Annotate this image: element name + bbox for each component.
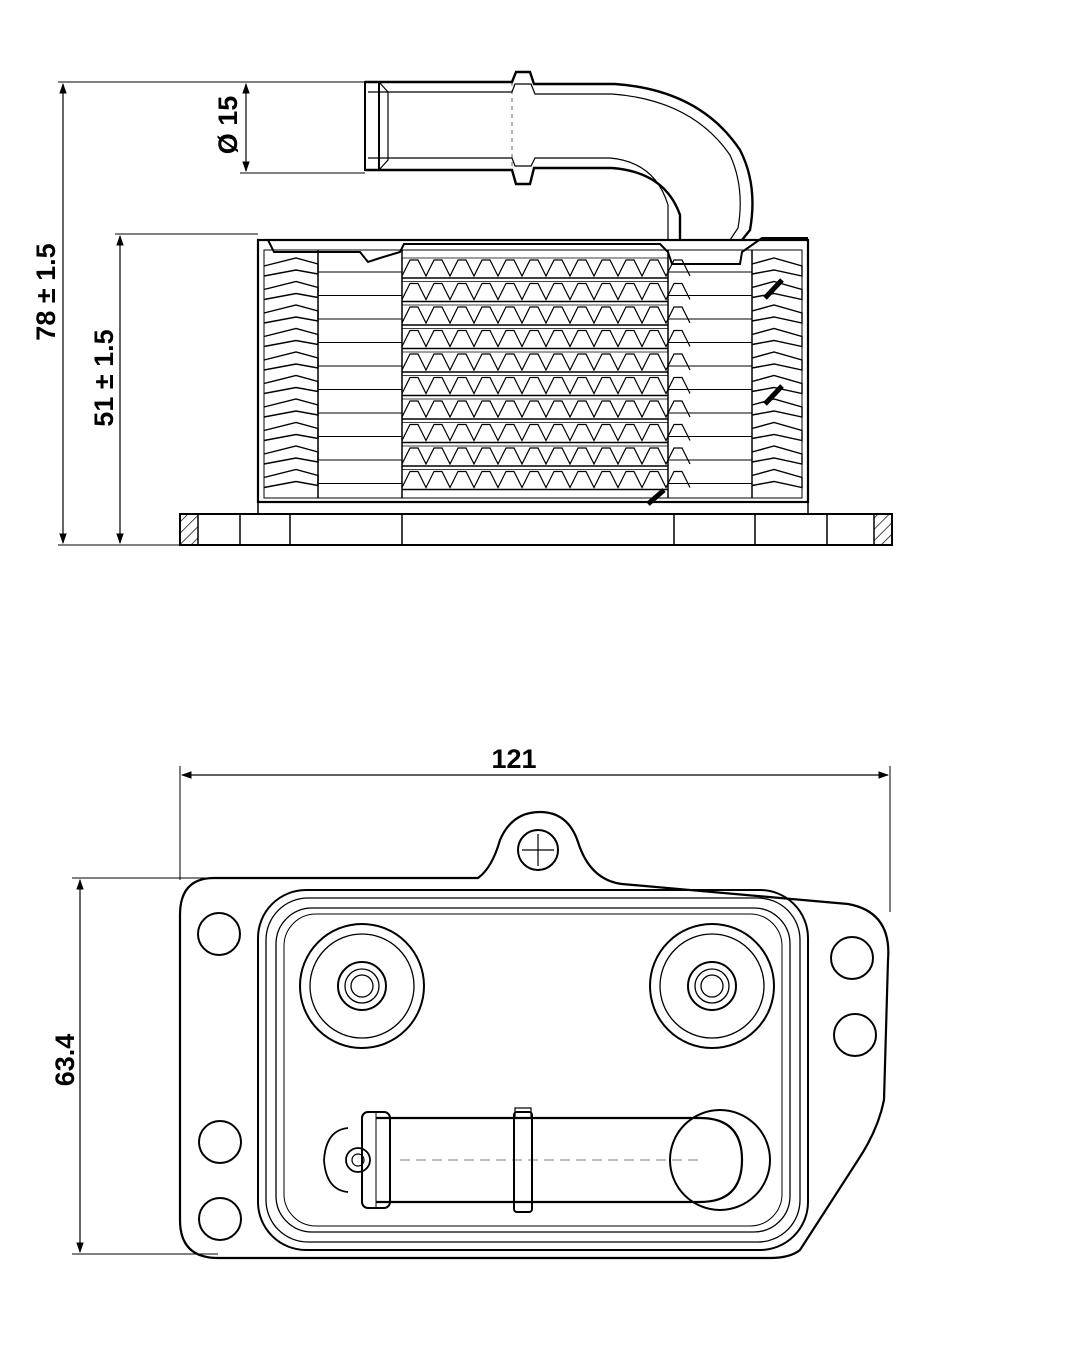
cooler-plate-line: [401, 470, 691, 489]
dimension-lines-side: [58, 81, 365, 546]
cooler-plate-line: [751, 327, 803, 348]
cooler-plate-line: [401, 447, 691, 466]
depth-label: 63.4: [50, 1034, 80, 1087]
cooler-body-outline: [257, 889, 809, 1251]
port-right-icon: [649, 923, 775, 1049]
cooler-plate-line: [263, 468, 319, 489]
cooler-core: [256, 237, 810, 506]
cooler-plate-line: [401, 259, 691, 278]
cooler-plate-line: [263, 398, 319, 418]
cooler-plate-line: [751, 257, 803, 277]
cooler-plate-line: [263, 421, 319, 442]
cooler-plate-line: [263, 327, 319, 348]
base-flange: [179, 501, 893, 546]
cooler-plate-line: [263, 280, 319, 301]
cooler-plate-line: [751, 304, 803, 324]
mount-hole-icon: [830, 936, 874, 980]
cooler-plate-line: [401, 400, 691, 419]
cooler-plate-line: [401, 329, 691, 348]
cooler-plate-line: [751, 374, 803, 395]
outlet-pipe: [364, 70, 754, 241]
cooler-plate-line: [263, 351, 319, 371]
side-view: 78 ± 1.5 51 ± 1.5 Ø 15: [31, 70, 893, 546]
pipe-top-view: [323, 1107, 771, 1213]
width-label: 121: [491, 744, 536, 774]
cooler-plate-line: [263, 257, 319, 277]
cooler-plate-line: [751, 468, 803, 489]
pipe-diameter-label: Ø 15: [213, 96, 243, 155]
mount-hole-icon: [198, 1197, 242, 1241]
screw-hole-icon: [517, 829, 559, 871]
cooler-plate-line: [751, 351, 803, 371]
cooler-plate-line: [401, 376, 691, 395]
mount-hole-icon: [197, 912, 241, 956]
cooler-plate-line: [751, 398, 803, 418]
cooler-plate-line: [401, 282, 691, 301]
flange-outline: [178, 810, 890, 1260]
total-height-label: 78 ± 1.5: [31, 243, 61, 340]
dimension-lines-top: [72, 766, 891, 1255]
top-view: 121 63.4: [50, 744, 891, 1260]
cooler-plate-line: [401, 423, 691, 442]
core-height-label: 51 ± 1.5: [89, 329, 119, 426]
cooler-plate-line: [751, 445, 803, 465]
mount-hole-icon: [198, 1120, 242, 1164]
cooler-plate-line: [751, 421, 803, 442]
mount-hole-icon: [833, 1013, 877, 1057]
port-left-icon: [299, 923, 425, 1049]
cooler-plate-line: [263, 445, 319, 465]
cooler-plate-line: [401, 353, 691, 372]
cooler-plate-line: [401, 306, 691, 325]
cooler-plate-line: [263, 304, 319, 324]
cooler-plate-line: [263, 374, 319, 395]
